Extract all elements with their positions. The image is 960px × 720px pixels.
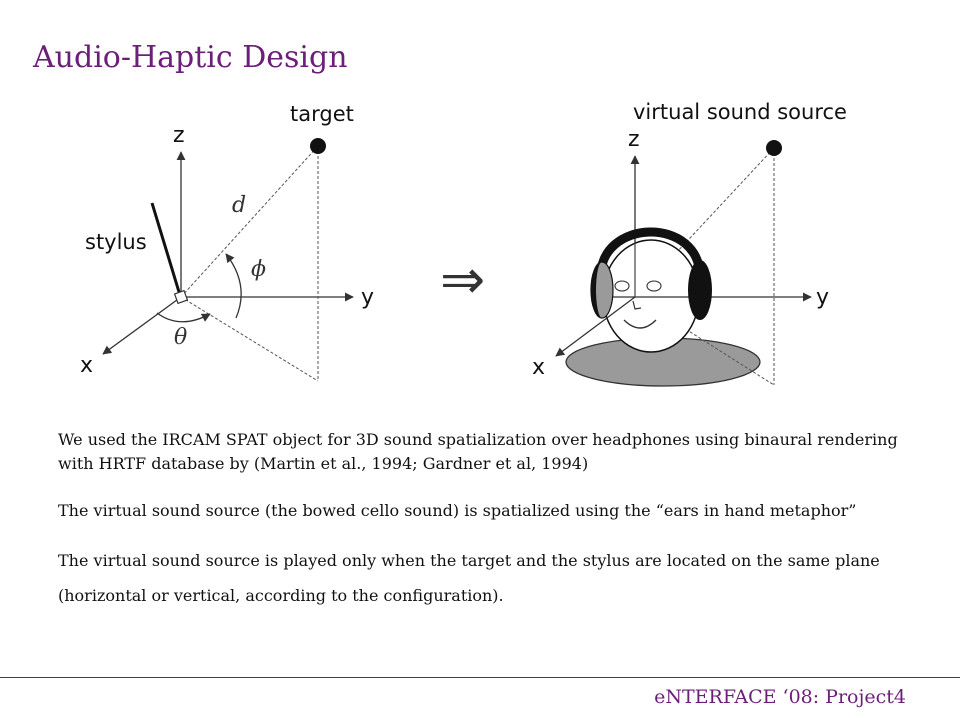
spatialization-diagram: target z y x stylus d ϕ θ ⇒ bbox=[80, 100, 847, 387]
stylus-diagram: target z y x stylus d ϕ θ bbox=[80, 102, 374, 382]
body-text: We used the IRCAM SPAT object for 3D sou… bbox=[58, 428, 903, 613]
stylus-line bbox=[150, 202, 181, 293]
x-label-left: x bbox=[80, 353, 93, 378]
implies-arrow: ⇒ bbox=[440, 248, 485, 311]
target-label: target bbox=[290, 102, 354, 126]
headphones-diagram: virtual sound source z y x bbox=[532, 100, 847, 387]
stylus-tip bbox=[173, 289, 189, 305]
distance-line bbox=[180, 145, 319, 298]
slide-title: Audio-Haptic Design bbox=[33, 40, 348, 75]
distance-label: d bbox=[232, 193, 246, 218]
footer-label: eNTERFACE ‘08: Project4 bbox=[654, 686, 906, 708]
x-axis bbox=[102, 296, 182, 355]
distance-line-right bbox=[634, 147, 775, 298]
phi-label: ϕ bbox=[251, 257, 266, 282]
right-ear-cup bbox=[688, 260, 712, 320]
y-label-left: y bbox=[361, 285, 374, 310]
z-label-right: z bbox=[628, 127, 640, 152]
paragraph-1: We used the IRCAM SPAT object for 3D sou… bbox=[58, 430, 898, 473]
theta-arc bbox=[156, 312, 211, 323]
mouth bbox=[623, 319, 657, 329]
right-eye bbox=[646, 280, 662, 292]
x-axis-right bbox=[555, 296, 636, 357]
left-eye bbox=[614, 280, 630, 292]
theta-label: θ bbox=[174, 325, 187, 350]
projection-ground bbox=[180, 296, 319, 382]
target-dot bbox=[310, 138, 326, 154]
headphone-band bbox=[596, 227, 705, 281]
paragraph-2: The virtual sound source (the bowed cell… bbox=[58, 501, 857, 520]
footer-divider bbox=[0, 677, 960, 678]
z-label-left: z bbox=[173, 123, 185, 148]
head bbox=[602, 239, 700, 353]
left-ear-cup-shadow bbox=[591, 262, 602, 318]
source-label: virtual sound source bbox=[633, 100, 847, 124]
phi-arc bbox=[225, 253, 242, 319]
x-label-right: x bbox=[532, 355, 545, 380]
paragraph-3: The virtual sound source is played only … bbox=[58, 551, 880, 605]
stylus-label: stylus bbox=[85, 230, 147, 254]
y-label-right: y bbox=[816, 285, 829, 310]
sound-source-dot bbox=[766, 140, 782, 156]
nose bbox=[632, 300, 642, 310]
